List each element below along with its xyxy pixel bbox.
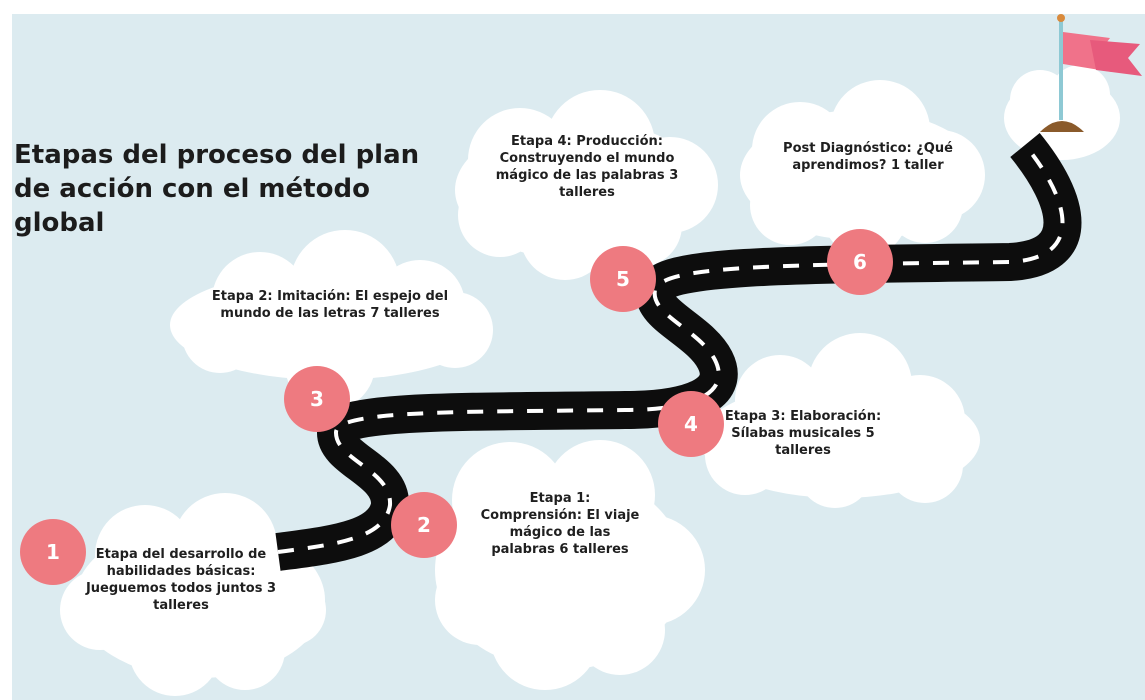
- stage-2-label: Etapa 1: Comprensión: El viaje mágico de…: [480, 491, 640, 557]
- stage-4-label: Etapa 3: Elaboración: Sílabas musicales …: [724, 409, 882, 458]
- cloud-stage-4: [700, 333, 980, 508]
- stage-5-label: Etapa 4: Producción: Construyendo el mun…: [495, 134, 679, 200]
- stage-5-badge: 5: [590, 246, 656, 312]
- flag-icon: [1040, 14, 1142, 132]
- stage-3-badge: 3: [284, 366, 350, 432]
- stage-6-label: Post Diagnóstico: ¿Qué aprendimos? 1 tal…: [783, 141, 953, 173]
- cloud-stage-3: [170, 230, 493, 410]
- cloud-stage-2: [435, 440, 705, 690]
- page-title: Etapas del proceso del plan de acción co…: [14, 140, 420, 238]
- stage-1-label: Etapa del desarrollo de habilidades bási…: [85, 547, 277, 613]
- cloud-stage-6: [740, 80, 985, 257]
- road-dashes: [277, 143, 1065, 554]
- cloud-stage-5: [455, 90, 718, 280]
- stage-6-badge: 6: [827, 229, 893, 295]
- stage-4-badge: 4: [658, 391, 724, 457]
- stage-3-label: Etapa 2: Imitación: El espejo del mundo …: [211, 289, 449, 321]
- stage-1-badge: 1: [20, 519, 86, 585]
- stage-2-badge: 2: [391, 492, 457, 558]
- cloud-stage-1: [60, 493, 326, 696]
